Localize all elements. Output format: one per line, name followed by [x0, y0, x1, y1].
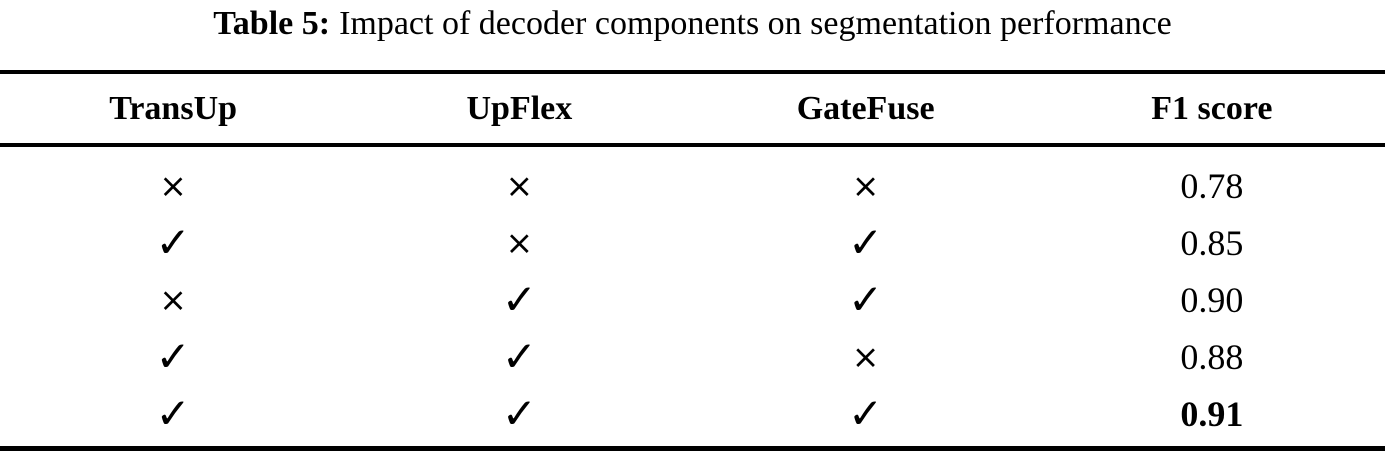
check-icon: ✓: [501, 388, 537, 438]
table-row: × × × 0.78: [0, 157, 1385, 214]
f1-score-value: 0.78: [1180, 165, 1244, 206]
table-row: × ✓ ✓ 0.90: [0, 271, 1385, 328]
f1-score-value: 0.88: [1180, 336, 1244, 377]
table-caption-text: Impact of decoder components on segmenta…: [339, 5, 1172, 42]
column-header-f1-score: F1 score: [1151, 89, 1273, 127]
table-row: ✓ ✓ × 0.88: [0, 328, 1385, 385]
table-row: ✓ ✓ ✓ 0.91: [0, 385, 1385, 442]
cross-icon: ×: [851, 337, 880, 376]
check-icon: ✓: [501, 274, 537, 324]
cross-icon: ×: [159, 166, 187, 205]
table-body: × × × 0.78 ✓ × ✓ 0.85 × ✓ ✓ 0.90 ✓ ✓ × 0.88 ✓ ✓ ✓ 0.91: [0, 157, 1385, 442]
column-header-transup: TransUp: [109, 89, 238, 127]
table-row: ✓ × ✓ 0.85: [0, 214, 1385, 271]
check-icon: ✓: [848, 274, 884, 324]
column-header-gatefuse: GateFuse: [796, 89, 935, 127]
table-header-row: TransUp UpFlex GateFuse F1 score: [0, 74, 1385, 143]
f1-score-value: 0.90: [1180, 279, 1244, 320]
cross-icon: ×: [505, 223, 534, 262]
check-icon: ✓: [501, 331, 537, 381]
check-icon: ✓: [848, 217, 884, 267]
check-icon: ✓: [155, 217, 191, 267]
table-caption: Table 5:Impact of decoder components on …: [0, 0, 1385, 48]
cross-icon: ×: [505, 166, 534, 205]
cross-icon: ×: [851, 166, 880, 205]
table-caption-label: Table 5:: [213, 5, 331, 42]
table-bottom-rule: [0, 446, 1385, 451]
check-icon: ✓: [848, 388, 884, 438]
table-header-rule: [0, 143, 1385, 147]
column-header-upflex: UpFlex: [466, 89, 573, 127]
f1-score-value: 0.91: [1180, 393, 1244, 434]
f1-score-value: 0.85: [1180, 222, 1244, 263]
table-top-rule: [0, 70, 1385, 74]
check-icon: ✓: [155, 331, 191, 381]
check-icon: ✓: [155, 388, 191, 438]
cross-icon: ×: [159, 280, 187, 319]
